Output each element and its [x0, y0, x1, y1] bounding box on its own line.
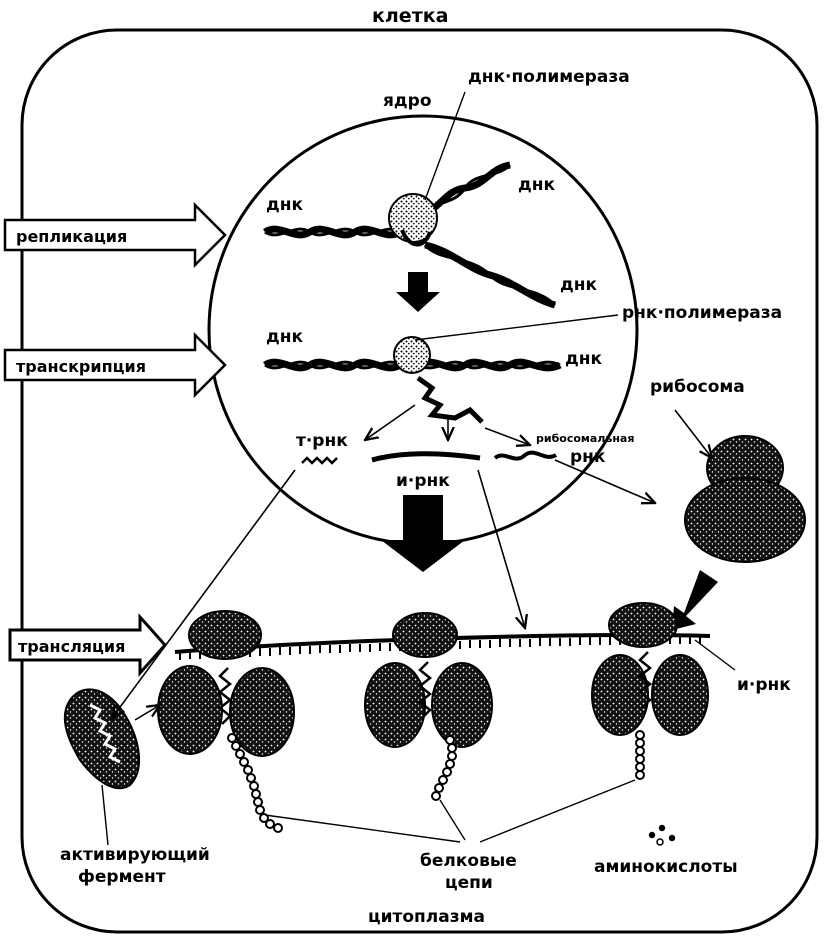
rna-polymerase-enzyme — [394, 337, 430, 373]
trna-label: т·рнк — [296, 431, 348, 451]
mrna-label-nucleus: и·рнк — [396, 471, 450, 491]
amino-acids-label: аминокислоты — [594, 857, 738, 877]
dna-label-transcription-right: днк — [565, 349, 602, 369]
ribosome-translating-1 — [158, 611, 294, 756]
arrow-ribosome-label-to-ribosome — [675, 410, 712, 458]
arrow-enzyme-to-ribosome — [135, 705, 160, 720]
transcription-label: транскрипция — [16, 357, 146, 376]
translation-label: трансляция — [18, 637, 125, 656]
cell-label: клетка — [372, 5, 448, 27]
activating-enzyme-label-line2: фермент — [78, 867, 166, 887]
ribosome-translating-2 — [365, 613, 492, 747]
translation-arrow: трансляция — [10, 617, 165, 673]
dna-polymerase-label: днк·полимераза — [468, 67, 630, 87]
ribosome-label: рибосома — [650, 377, 745, 397]
mrna-label-cytoplasm: и·рнк — [737, 675, 791, 695]
replication-label: репликация — [16, 227, 127, 246]
transcription-arrow: транскрипция — [5, 335, 225, 395]
ribosomal-rna-label-line1: рибосомальная — [536, 432, 634, 445]
rna-polymerase-label: рнк·полимераза — [622, 303, 782, 323]
protein-chains-label-line1: белковые — [420, 851, 517, 871]
ribosomal-rna-label-line2: рнк — [570, 447, 606, 467]
dna-label-replication-top-right: днк — [518, 175, 555, 195]
dna-label-replication-left: днк — [266, 195, 303, 215]
free-ribosome — [685, 436, 805, 562]
dna-label-transcription-left: днк — [266, 327, 303, 347]
protein-chain-3 — [636, 731, 644, 779]
nucleus-label: ядро — [383, 91, 432, 111]
protein-chain-2 — [432, 736, 456, 800]
cytoplasm-label: цитоплазма — [368, 907, 485, 927]
activating-enzyme-label-line1: активирующий — [60, 845, 210, 865]
replication-arrow: репликация — [5, 205, 225, 265]
protein-chains-label-line2: цепи — [445, 873, 493, 893]
activating-enzyme — [65, 689, 139, 788]
dna-label-replication-bottom-right: днк — [560, 275, 597, 295]
ribosome-to-mrna-arrow — [672, 570, 718, 630]
amino-acid-dots — [649, 825, 675, 845]
